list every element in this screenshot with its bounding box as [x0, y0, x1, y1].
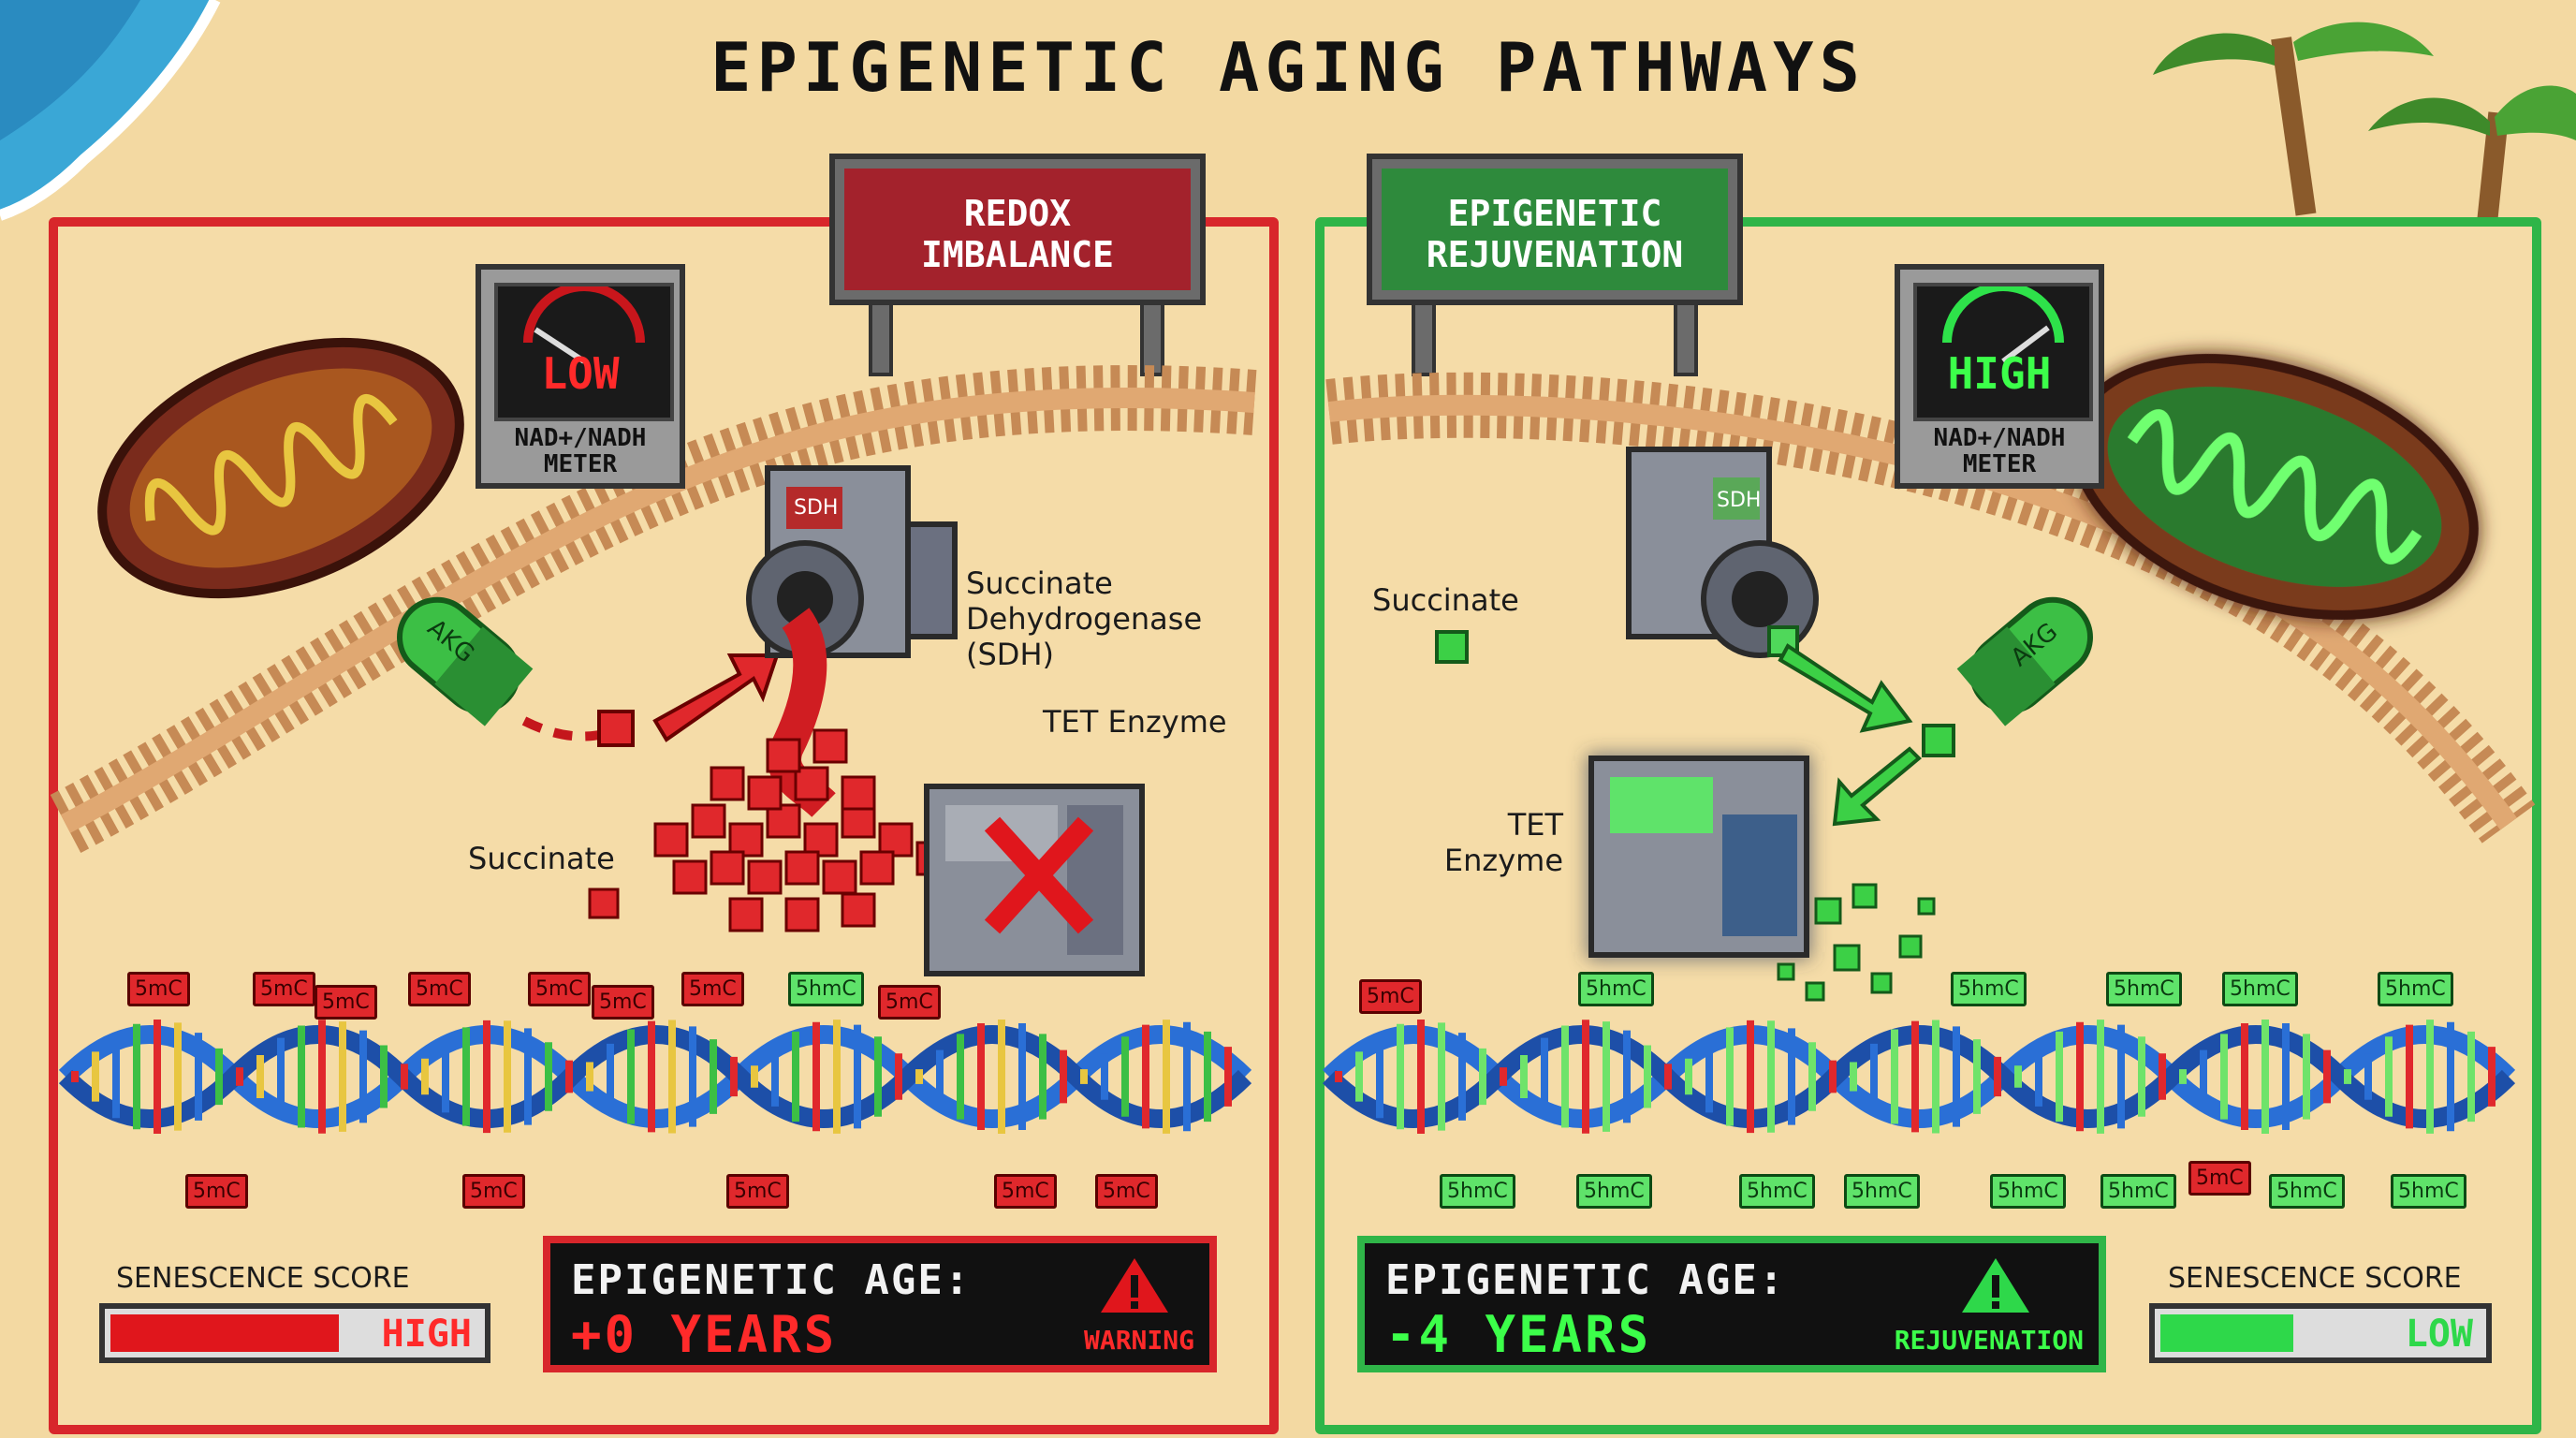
mitochondrion-red-icon: [97, 337, 464, 599]
arrow-right-icon: [652, 653, 780, 742]
epigenetic-age-box-right: EPIGENETIC AGE: -4 YEARS REJUVENATION: [1357, 1236, 2106, 1372]
hydroxymethylation-tag: 5hmC: [2378, 972, 2453, 1006]
methylation-tag: 5mC: [408, 972, 471, 1006]
senescence-fill: [110, 1314, 339, 1352]
methylation-tag: 5mC: [127, 972, 190, 1006]
hydroxy-particles-icon: [1777, 883, 1936, 1002]
methylation-tag: 5mC: [726, 1174, 789, 1209]
methylation-tag: 5mC: [592, 985, 654, 1020]
hydroxymethylation-tag: 5hmC: [1951, 972, 2027, 1006]
hydroxymethylation-tag: 5hmC: [2106, 972, 2182, 1006]
senescence-score-label: SENESCENCE SCORE: [2168, 1262, 2462, 1295]
methylation-tag: 5mC: [994, 1174, 1057, 1209]
hydroxymethylation-tag: 5hmC: [2100, 1174, 2176, 1209]
sign-redox-imbalance: REDOX IMBALANCE: [829, 154, 1206, 305]
tet-enzyme-active-icon: [1588, 756, 1809, 958]
methylation-tag: 5mC: [1359, 979, 1422, 1014]
mitochondrion-green-icon: [2071, 354, 2479, 620]
tet-enzyme-blocked-icon: [924, 784, 1145, 976]
methylation-tag: 5mC: [528, 972, 591, 1006]
warning-badge: WARNING: [1083, 1325, 1194, 1356]
age-value: +0 YEARS: [571, 1305, 838, 1364]
sdh-machine-left-icon: [746, 465, 958, 658]
akg-pill-left-icon: [397, 596, 534, 726]
hydroxymethylation-tag: 5hmC: [1739, 1174, 1815, 1209]
gauge-needle-icon: [1942, 282, 2064, 364]
sdh-machine-right-icon: [1626, 447, 1819, 658]
senescence-score-bar: HIGH: [99, 1303, 490, 1363]
hydroxymethylation-tag: 5hmC: [1990, 1174, 2066, 1209]
methylation-tag: 5mC: [462, 1174, 525, 1209]
sign-line-2: REJUVENATION: [1426, 234, 1684, 275]
hydroxymethylation-tag: 5hmC: [2269, 1174, 2345, 1209]
sign-line-1: REDOX: [963, 193, 1072, 234]
akg-pill-right-icon: [1956, 596, 2093, 726]
hydroxymethylation-tag: 5hmC: [2222, 972, 2298, 1006]
hydroxymethylation-tag: 5hmC: [1844, 1174, 1920, 1209]
succinate-pile-icon: [588, 728, 951, 932]
gauge-needle-icon: [523, 282, 645, 364]
meter-reading: LOW: [541, 348, 620, 399]
age-heading: EPIGENETIC AGE:: [571, 1256, 972, 1304]
arrow-down-right-icon: [1778, 643, 1913, 733]
methylation-tag: 5mC: [2188, 1161, 2251, 1196]
page-title: EPIGENETIC AGING PATHWAYS: [710, 28, 1866, 107]
epigenetic-age-box-left: EPIGENETIC AGE: +0 YEARS WARNING: [543, 1236, 1217, 1372]
sign-line-2: IMBALANCE: [921, 234, 1114, 275]
methylation-tag: 5mC: [1095, 1174, 1158, 1209]
sdh-chip-left: SDH: [794, 496, 839, 520]
methylation-tag: 5mC: [185, 1174, 248, 1209]
senescence-value: HIGH: [381, 1313, 472, 1356]
rejuvenation-badge: REJUVENATION: [1894, 1325, 2084, 1356]
age-heading: EPIGENETIC AGE:: [1385, 1256, 1786, 1304]
methylation-tag: 5mC: [253, 972, 315, 1006]
senescence-fill: [2160, 1314, 2293, 1352]
sign-line-1: EPIGENETIC: [1447, 193, 1662, 234]
arrow-down-left-icon: [1832, 746, 1922, 827]
tet-enzyme-label: TET Enzyme: [1043, 704, 1227, 740]
methylation-tag: 5mC: [878, 985, 941, 1020]
meter-screen: [1913, 282, 2093, 421]
sign-epigenetic-rejuvenation: EPIGENETIC REJUVENATION: [1367, 154, 1743, 305]
succinate-molecule-icon: [1435, 630, 1469, 664]
age-value: -4 YEARS: [1385, 1305, 1652, 1364]
meter-screen: [494, 282, 674, 421]
hydroxymethylation-tag: 5hmC: [2391, 1174, 2466, 1209]
senescence-score-bar: LOW: [2149, 1303, 2492, 1363]
meter-reading: HIGH: [1947, 348, 2052, 399]
close-icon: [984, 816, 1094, 934]
succinate-label: Succinate: [1372, 582, 1519, 618]
sdh-chip-right: SDH: [1717, 489, 1762, 512]
senescence-score-label: SENESCENCE SCORE: [116, 1262, 410, 1295]
warning-icon: [1101, 1258, 1168, 1313]
hydroxymethylation-tag: 5hmC: [1578, 972, 1654, 1006]
succinate-label: Succinate: [468, 841, 615, 876]
methylation-tag: 5mC: [315, 985, 377, 1020]
hydroxymethylation-tag: 5hmC: [1440, 1174, 1515, 1209]
warning-icon: [1962, 1258, 2029, 1313]
hydroxymethylation-tag: 5hmC: [788, 972, 864, 1006]
hydroxymethylation-tag: 5hmC: [1576, 1174, 1652, 1209]
methylation-tag: 5mC: [681, 972, 744, 1006]
senescence-value: LOW: [2405, 1313, 2473, 1356]
